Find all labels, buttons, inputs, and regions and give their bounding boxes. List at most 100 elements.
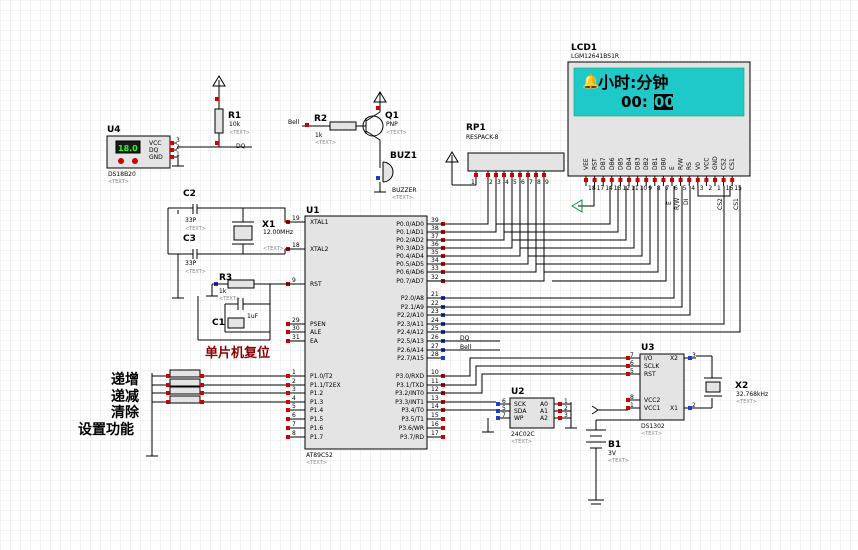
lcd1-ref: LCD1: [571, 43, 597, 53]
lcd-pin-num: 14: [605, 185, 613, 192]
u3-model: DS1302: [641, 423, 665, 430]
u4-ref: U4: [107, 125, 121, 135]
label-inc: 递增: [111, 371, 139, 388]
rp1-pin1: 1: [471, 179, 475, 186]
b1-battery[interactable]: B1 3V <TEXT>: [586, 405, 640, 505]
u4-pin-marker: [170, 141, 174, 145]
key-pin-marker: [200, 400, 204, 404]
key-pin-marker: [166, 374, 170, 378]
mcu-right-pin-name: P0.4/AD4: [396, 253, 424, 260]
lcd-pin-name: RST: [592, 158, 599, 170]
rp-pin-marker: [534, 173, 538, 177]
lcd-pin-marker: [713, 178, 717, 182]
r1-resistor[interactable]: R1 10k <TEXT>: [212, 75, 250, 147]
mcu-left-pin-num: 1: [292, 369, 296, 376]
lcd-label-cs2: CS2: [717, 198, 724, 210]
x1-body: [233, 225, 253, 241]
reset-button[interactable]: [227, 317, 245, 329]
key-button[interactable]: [169, 378, 201, 387]
lcd-pin-marker: [592, 178, 597, 182]
u1-model: AT89C52: [306, 452, 333, 459]
u3-pin-marker: [626, 372, 630, 376]
mcu-pin-marker: [286, 417, 290, 421]
u4-text: <TEXT>: [108, 179, 129, 185]
buz1-ref: BUZ1: [390, 151, 417, 161]
mcu-left-pin-num: 31: [292, 334, 300, 341]
mcu-pin-marker: [286, 374, 290, 378]
rp1-power-arrow: [445, 151, 459, 163]
mcu-right-pin-num: 32: [431, 274, 439, 281]
mcu-right-pin-name: P3.0/RXD: [396, 373, 424, 380]
lcd-pin-name: DB3: [635, 157, 642, 170]
key-button[interactable]: [169, 386, 201, 395]
buz1-type: BUZZER: [392, 187, 417, 194]
mcu-right-pin-num: 10: [431, 369, 439, 376]
svg-text:<TEXT>: <TEXT>: [736, 399, 757, 405]
lcd-pin-num: 17: [597, 185, 605, 192]
u2-pin-name: SDA: [514, 408, 527, 415]
rp-pin-num: 2: [489, 179, 493, 186]
u4-button-down[interactable]: [118, 158, 124, 164]
mcu-left-pin-name: P1.4: [310, 407, 323, 414]
u2-body: [509, 397, 555, 429]
q1-ref: Q1: [385, 111, 399, 121]
svg-text:<TEXT>: <TEXT>: [219, 296, 240, 302]
u2-model: 24C02C: [511, 431, 535, 438]
mcu-right-pin-name: P0.3/AD3: [396, 245, 424, 252]
keypad[interactable]: 递增 递减 清除 设置功能: [78, 369, 286, 457]
mcu-pin-marker: [286, 322, 290, 326]
lcd-pin-name: DB1: [652, 157, 659, 170]
reset-circuit[interactable]: R3 1k <TEXT> 1uF C1 单片机复位: [197, 273, 290, 361]
u2-pin-num: 1: [564, 398, 568, 405]
lcd1-model: LGM12641BS1R: [571, 53, 619, 60]
mcu-right-pin-num: 27: [431, 343, 439, 350]
u3-pin-name: SCLK: [644, 363, 660, 370]
label-dec: 递减: [111, 388, 139, 405]
lcd-pin-marker: [661, 178, 666, 182]
u4-pin-marker: [170, 155, 174, 159]
lcd-pin-name: CS1: [729, 158, 736, 170]
rp-pin-num: 9: [545, 179, 549, 186]
mcu-left-pin-num: 29: [292, 317, 300, 324]
lcd-pin-marker: [704, 178, 709, 182]
key-button[interactable]: [169, 395, 201, 404]
u4-button-up[interactable]: [132, 158, 138, 164]
mcu-pin-marker: [441, 417, 445, 421]
key-pin-marker: [200, 391, 204, 395]
lcd-pin-num: 15: [734, 185, 742, 192]
lcd-pin-marker: [730, 178, 735, 182]
oscillator-circuit[interactable]: C2 33P <TEXT> C3 33P <TEXT> X1 12.00MHz …: [167, 189, 293, 299]
u3-pin-marker: [626, 398, 630, 402]
u1-mcu[interactable]: U1 19XTAL118XTAL29RST29PSEN30ALE31EA1P1.…: [286, 206, 445, 466]
rp-pin-marker: [542, 173, 546, 177]
mcu-pin-marker: [286, 330, 290, 334]
key-pin-marker: [166, 391, 170, 395]
r3-value: 1k: [219, 288, 227, 295]
lcd-pin-marker: [644, 178, 649, 182]
lcd-pin-num: 2: [708, 185, 712, 192]
u3-pin-name: X1: [670, 405, 678, 412]
rp-pin-marker: [486, 173, 490, 177]
lcd-pin-name: GND: [712, 156, 719, 170]
lcd-pin-name: RS: [686, 162, 693, 170]
lcd1[interactable]: LCD1 LGM12641BS1R 🔔 小时:分钟 00: 00 18VEE17…: [567, 43, 751, 210]
u1-right-pins: 39P0.0/AD038P0.1/AD137P0.2/AD236P0.3/AD3…: [395, 217, 445, 441]
key-button[interactable]: [169, 369, 201, 378]
rp1-body: [467, 152, 565, 172]
net-bell-r2: Bell: [288, 119, 299, 126]
u4-pin-num: 3: [176, 137, 180, 144]
bell-driver[interactable]: Bell R2 1k <TEXT> Q1 PNP <TEXT> BUZ1 BUZ…: [288, 91, 417, 201]
mcu-right-pin-name: P0.2/AD2: [396, 237, 424, 244]
lcd-pin-marker: [721, 178, 726, 182]
lcd-label-cs1: CS1: [733, 198, 740, 210]
u2-pin-name: A0: [540, 401, 548, 408]
u2-ref: U2: [511, 387, 525, 397]
u4-pin-marker: [170, 148, 174, 152]
svg-text:<TEXT>: <TEXT>: [185, 269, 206, 275]
